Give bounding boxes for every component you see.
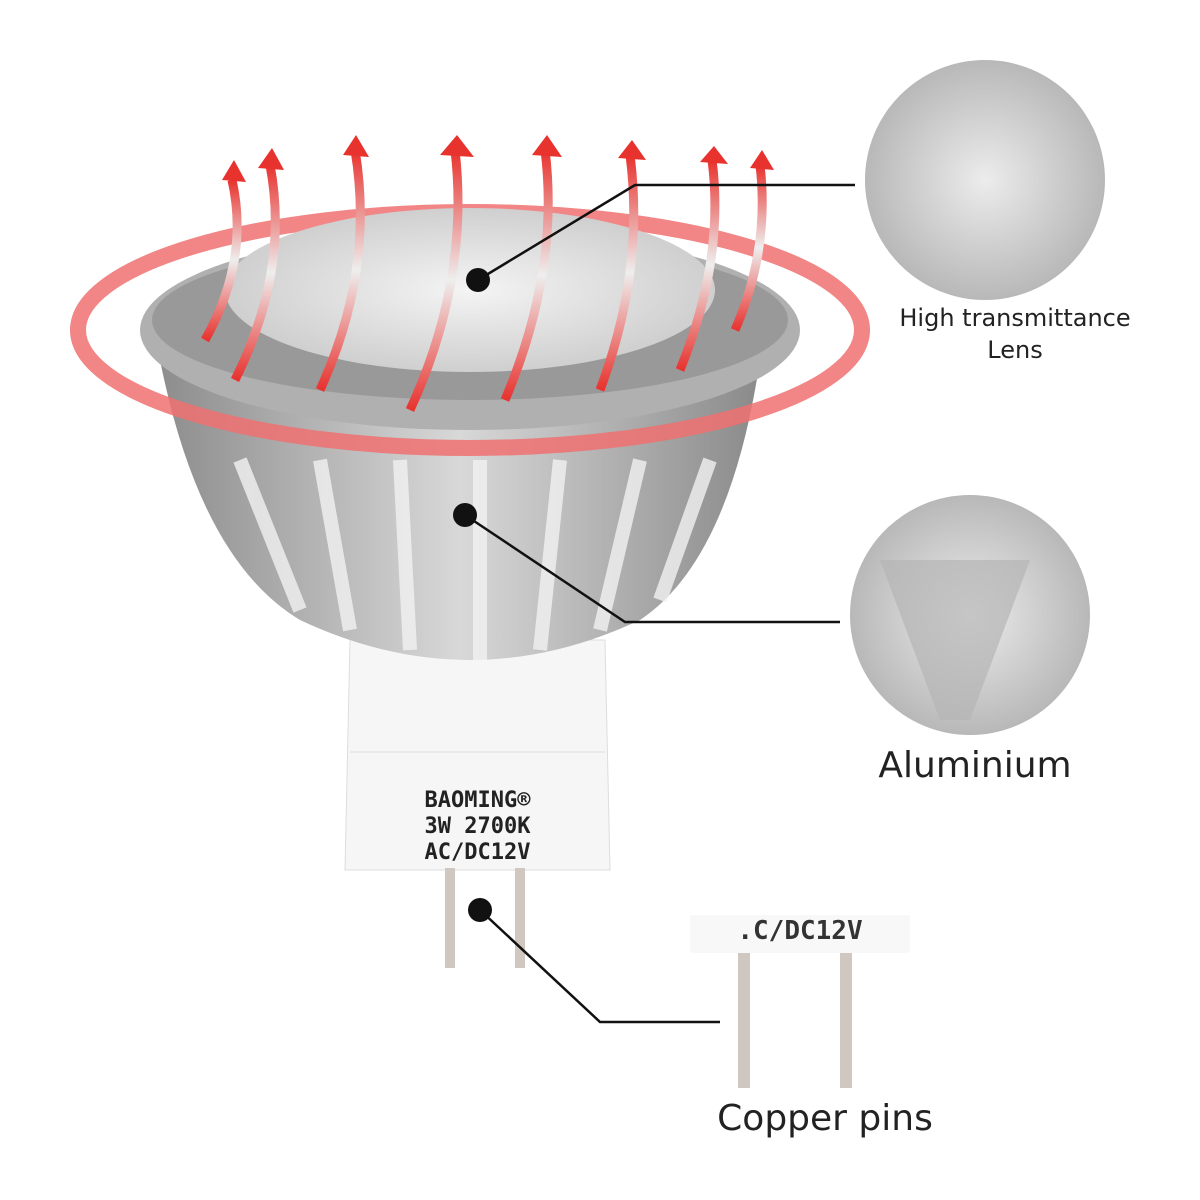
callout-lines (464, 183, 855, 1024)
lens-callout-label: High transmittance Lens (899, 304, 1131, 364)
pins-inset (690, 915, 910, 1088)
callout-dots (453, 268, 492, 922)
copper-pins-callout-label: Copper pins (717, 1098, 933, 1139)
product-label: BAOMING® 3W 2700K AC/DC12V (345, 788, 610, 866)
spec-text: 3W 2700K (424, 814, 531, 839)
bulb-pins (445, 868, 525, 968)
lens (225, 208, 715, 372)
lens-inset (865, 60, 1105, 300)
aluminium-callout-label: Aluminium (878, 745, 1072, 786)
pins-inset-text: .C/DC12V (737, 918, 863, 946)
brand-name: BAOMING® (424, 788, 531, 813)
heat-sink-fins (233, 457, 717, 660)
voltage-text: AC/DC12V (424, 840, 531, 865)
arrow-heads (222, 135, 774, 182)
